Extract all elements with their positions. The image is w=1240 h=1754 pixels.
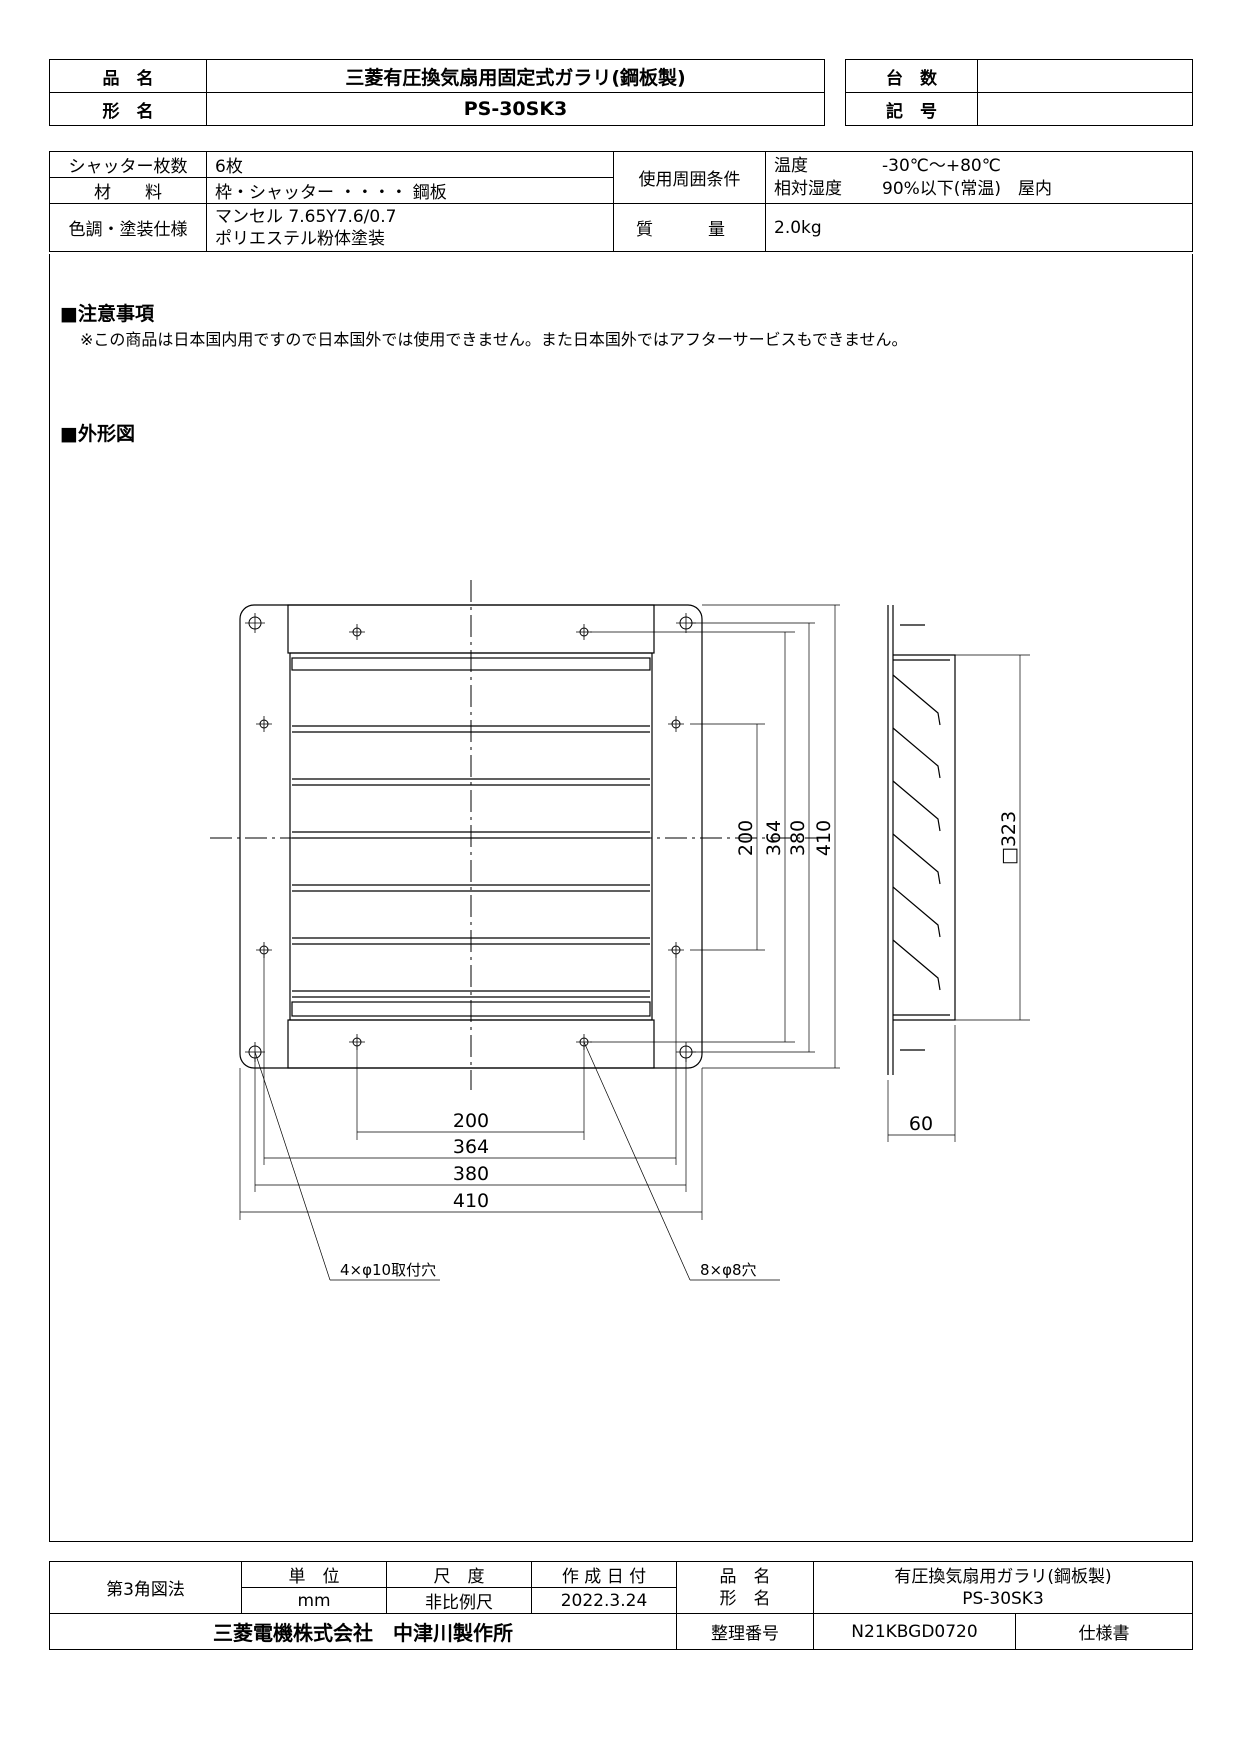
footer-name-value: 有圧換気扇用ガラリ(鋼板製) [894,1566,1112,1587]
hole-callouts: 4×φ10取付穴 8×φ8穴 [340,1261,757,1279]
dim-label-200-v: 200 [735,820,757,856]
material-value: 枠・シャッター ・・・・ 鋼板 [206,177,614,204]
scale-label: 尺 度 [386,1561,532,1588]
product-name-label: 品 名 [49,59,207,93]
temp-label: 温度 [774,155,808,176]
dim-label-364-v: 364 [763,820,785,856]
color-value-2: ポリエステル粉体塗装 [215,228,385,249]
mass-value: 2.0kg [765,203,1193,252]
footer-name-label: 品 名 [719,1566,771,1587]
shutter-count-label: シャッター枚数 [49,151,207,178]
dimension-lines-vertical [590,604,840,1069]
dim-label-364-h: 364 [453,1136,489,1158]
side-view [887,605,956,1075]
dim-label-410-v: 410 [813,820,835,856]
mass-label: 質 量 [613,203,766,252]
humidity-value: 90%以下(常温) 屋内 [882,178,1053,199]
quantity-value [977,59,1193,93]
mark-value [977,92,1193,126]
dimension-lines-horizontal [239,955,780,1281]
notice-text: ※この商品は日本国内用ですので日本国外では使用できません。また日本国外ではアフタ… [80,330,908,349]
env-label: 使用周囲条件 [613,151,766,204]
dimension-labels: 200 364 380 410 200 364 380 410 □323 60 [453,811,1020,1212]
header-right-table: 台 数 記 号 [845,59,1193,126]
dim-label-60: 60 [909,1113,933,1135]
dim-label-323: □323 [998,811,1020,865]
hole-8-label: 8×φ8穴 [700,1261,757,1279]
date-label: 作 成 日 付 [531,1561,677,1588]
company-name: 三菱電機株式会社 中津川製作所 [49,1613,677,1650]
footer-model-label: 形 名 [719,1588,771,1609]
ref-label: 整理番号 [676,1613,814,1650]
humidity-label: 相対湿度 [774,178,842,199]
color-label: 色調・塗装仕様 [49,203,207,252]
shutter-count-value: 6枚 [206,151,614,178]
doc-type: 仕様書 [1015,1613,1193,1650]
dim-label-410-h: 410 [453,1190,489,1212]
dim-label-200-h: 200 [453,1110,489,1132]
footer-model-value: PS-30SK3 [962,1588,1044,1609]
model-value: PS-30SK3 [206,92,825,126]
footer-table: 第3角図法 単 位 尺 度 作 成 日 付 品 名 形 名 有圧換気扇用ガラリ(… [49,1561,1193,1650]
scale-value: 非比例尺 [386,1587,532,1614]
hole-mount-label: 4×φ10取付穴 [340,1261,436,1279]
unit-label: 単 位 [241,1561,387,1588]
drawing-panel: ■注意事項 ※この商品は日本国内用ですので日本国外では使用できません。また日本国… [49,254,1193,1542]
temp-value: -30℃～+80℃ [882,155,1001,176]
dim-label-380-h: 380 [453,1163,489,1185]
ref-value: N21KBGD0720 [813,1613,1016,1650]
outline-title: ■外形図 [60,423,135,445]
projection: 第3角図法 [49,1561,242,1614]
header-table: 品 名 三菱有圧換気扇用固定式ガラリ(鋼板製) 形 名 PS-30SK3 [49,59,825,126]
product-name-value: 三菱有圧換気扇用固定式ガラリ(鋼板製) [206,59,825,93]
mark-label: 記 号 [845,92,978,126]
unit-value: mm [241,1587,387,1614]
side-dimension-lines [887,654,1030,1142]
dim-label-380-v: 380 [787,820,809,856]
notice-title: ■注意事項 [60,303,154,325]
spec-table: シャッター枚数 6枚 使用周囲条件 温度 -30℃～+80℃ 相対湿度 90%以下(… [49,151,1193,252]
color-value-1: マンセル 7.65Y7.6/0.7 [215,206,397,227]
center-lines [210,580,830,1090]
date-value: 2022.3.24 [531,1587,677,1614]
